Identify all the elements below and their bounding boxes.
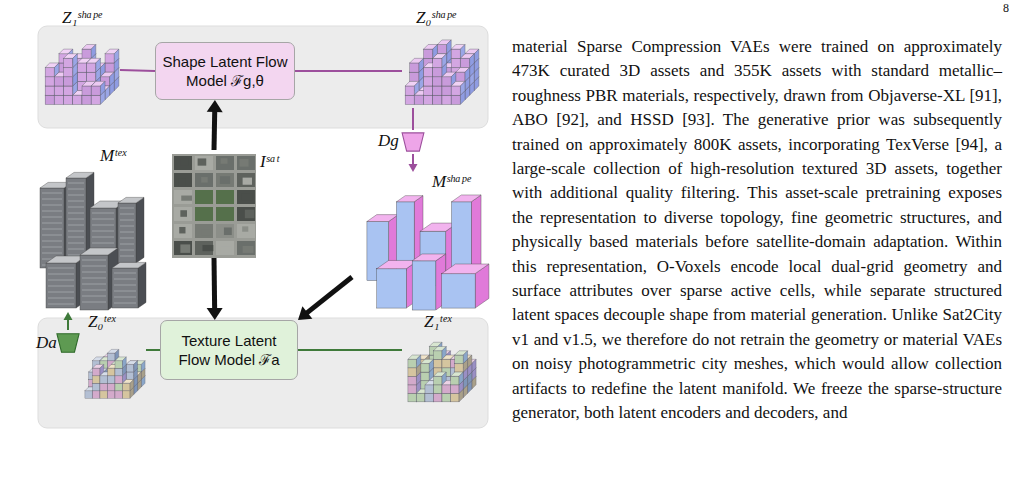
label-holder: Z₁ˢʰᵃᵖᵉ <box>62 8 102 28</box>
model-label: Texture Latent Flow Model ℱa <box>167 331 291 369</box>
illustration <box>404 338 480 404</box>
math-label: Dg <box>378 131 399 150</box>
shape-mesh-image: Mˢʰᵃᵖᵉ <box>352 172 490 312</box>
connector <box>298 277 352 320</box>
label-holder: Z₀ᵗᵉˣ <box>88 312 115 332</box>
label-holder: Z₀ˢʰᵃᵖᵉ <box>416 8 456 28</box>
decoder-trapezoid: Dg <box>378 130 428 154</box>
shape-stage-panel <box>38 26 488 128</box>
math-label: Iˢᵃᵗ <box>260 152 279 171</box>
illustration <box>404 34 480 108</box>
illustration <box>172 154 256 258</box>
connector <box>413 108 414 130</box>
flow-model-box: Shape Latent Flow Model ℱg,θ <box>155 42 295 100</box>
satellite-image: Iˢᵃᵗ <box>172 150 290 258</box>
illustration <box>44 34 120 108</box>
textured-mesh-image: Mᵗᵉˣ <box>36 146 148 312</box>
math-label: Mˢʰᵃᵖᵉ <box>432 172 471 191</box>
decoder-symbol <box>400 132 426 152</box>
noise-voxel-latent: Z₁ᵗᵉˣ <box>402 312 482 412</box>
math-label: Mᵗᵉˣ <box>100 146 126 165</box>
math-label: Z₀ˢʰᵃᵖᵉ <box>416 8 456 27</box>
label-holder: Z₁ᵗᵉˣ <box>424 312 451 332</box>
label-holder: Iˢᵃᵗ <box>260 152 279 172</box>
connector <box>298 350 402 351</box>
illustration <box>36 168 148 312</box>
flow-model-box: Texture Latent Flow Model ℱa <box>160 320 298 380</box>
connector <box>207 100 223 150</box>
connector <box>64 312 73 330</box>
noise-voxel-latent: Z₁ˢʰᵃᵖᵉ <box>44 8 120 108</box>
label-holder: Da <box>36 333 57 353</box>
math-label: Da <box>36 333 57 352</box>
math-label: Z₁ᵗᵉˣ <box>424 312 451 331</box>
label-holder: Dg <box>378 131 399 151</box>
decoder-trapezoid: Da <box>36 330 84 356</box>
illustration <box>84 338 146 404</box>
connector <box>207 258 223 320</box>
body-paragraph: material Sparse Compression VAEs were tr… <box>512 35 1002 426</box>
label-holder: Mˢʰᵃᵖᵉ <box>432 172 471 192</box>
math-label: Z₀ᵗᵉˣ <box>88 312 115 331</box>
shape-voxel-latent: Z₀ˢʰᵃᵖᵉ <box>402 8 482 108</box>
connector <box>146 350 160 351</box>
illustration <box>356 192 490 312</box>
connector <box>408 154 417 172</box>
model-label: Shape Latent Flow Model ℱg,θ <box>162 52 288 90</box>
connector <box>120 70 155 71</box>
page-number: 8 <box>1003 1 1009 16</box>
math-label: Z₁ˢʰᵃᵖᵉ <box>62 8 102 27</box>
texture-stage-panel <box>38 318 488 428</box>
label-holder: Mᵗᵉˣ <box>100 146 126 166</box>
texture-voxel-latent: Z₀ᵗᵉˣ <box>84 312 146 412</box>
connector <box>295 71 402 72</box>
decoder-symbol <box>56 332 80 354</box>
